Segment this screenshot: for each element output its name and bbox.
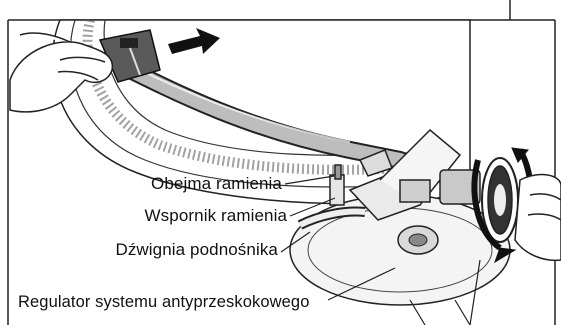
label-cue-lever: Dźwignia podnośnika [115,241,278,259]
right-hand [515,175,561,261]
label-anti-skate: Regulator systemu antyprzeskokowego [18,293,309,311]
label-arm-clamp: Obejma ramienia [151,175,282,193]
label-arm-rest: Wspornik ramienia [145,207,287,225]
